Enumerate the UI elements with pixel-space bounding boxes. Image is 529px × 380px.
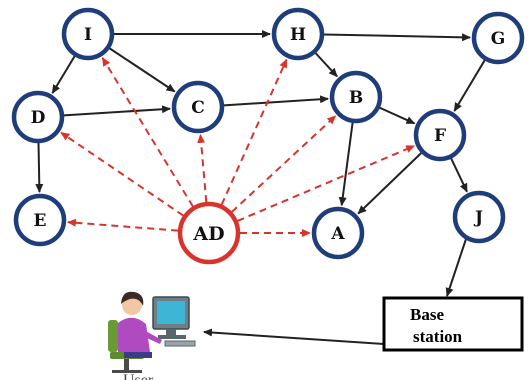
- user-at-computer-icon: [108, 291, 196, 373]
- attack-edge-layer: [60, 57, 416, 237]
- edge-B-A: [338, 122, 354, 207]
- edge-D-E: [35, 142, 44, 194]
- node-A[interactable]: A: [311, 206, 365, 260]
- node-B[interactable]: B: [329, 70, 383, 124]
- node-F[interactable]: F: [413, 108, 467, 162]
- node-I-label: I: [84, 25, 92, 45]
- node-D[interactable]: D: [11, 90, 65, 144]
- node-J[interactable]: J: [452, 190, 506, 244]
- base-station-label-line1: Base: [410, 305, 444, 324]
- node-AD-label: AD: [192, 223, 224, 245]
- base-station-label-line2: station: [413, 327, 463, 346]
- node-C-label: C: [191, 98, 205, 118]
- node-I[interactable]: I: [61, 7, 115, 61]
- edge-F-A: [357, 152, 422, 215]
- base-station[interactable]: Base station: [382, 296, 524, 352]
- node-A-label: A: [330, 224, 345, 244]
- node-G-label: G: [491, 29, 506, 49]
- attack-edge-AD-D: [60, 131, 184, 217]
- edge-D-C: [63, 105, 172, 117]
- edge-layer: [35, 30, 486, 215]
- attack-edge-AD-H: [220, 58, 288, 206]
- node-H-label: H: [290, 25, 306, 45]
- attack-edge-AD-C: [197, 133, 208, 203]
- edge-G-F: [453, 59, 486, 112]
- attack-edge-AD-I: [101, 57, 194, 208]
- node-J-label: J: [473, 208, 483, 228]
- node-H[interactable]: H: [271, 7, 325, 61]
- edge-H-B: [314, 52, 338, 78]
- edge-basestation-user: [203, 328, 385, 345]
- node-AD[interactable]: AD: [177, 201, 241, 265]
- attack-edge-AD-B: [231, 115, 337, 213]
- node-C[interactable]: C: [171, 80, 225, 134]
- edge-F-J: [450, 158, 468, 193]
- attack-edge-AD-E: [66, 218, 179, 232]
- node-F-label: F: [434, 126, 446, 146]
- edge-I-C: [109, 47, 176, 93]
- node-B-label: B: [349, 88, 363, 108]
- edge-C-B: [223, 95, 330, 107]
- attack-edge-AD-F: [237, 145, 416, 222]
- user-label: User: [123, 372, 154, 380]
- node-D-label: D: [31, 108, 46, 128]
- edge-H-G: [323, 33, 472, 42]
- node-E[interactable]: E: [13, 193, 67, 247]
- node-E-label: E: [34, 211, 47, 231]
- edge-I-D: [51, 55, 76, 94]
- node-G[interactable]: G: [471, 11, 525, 65]
- edge-B-F: [379, 106, 416, 125]
